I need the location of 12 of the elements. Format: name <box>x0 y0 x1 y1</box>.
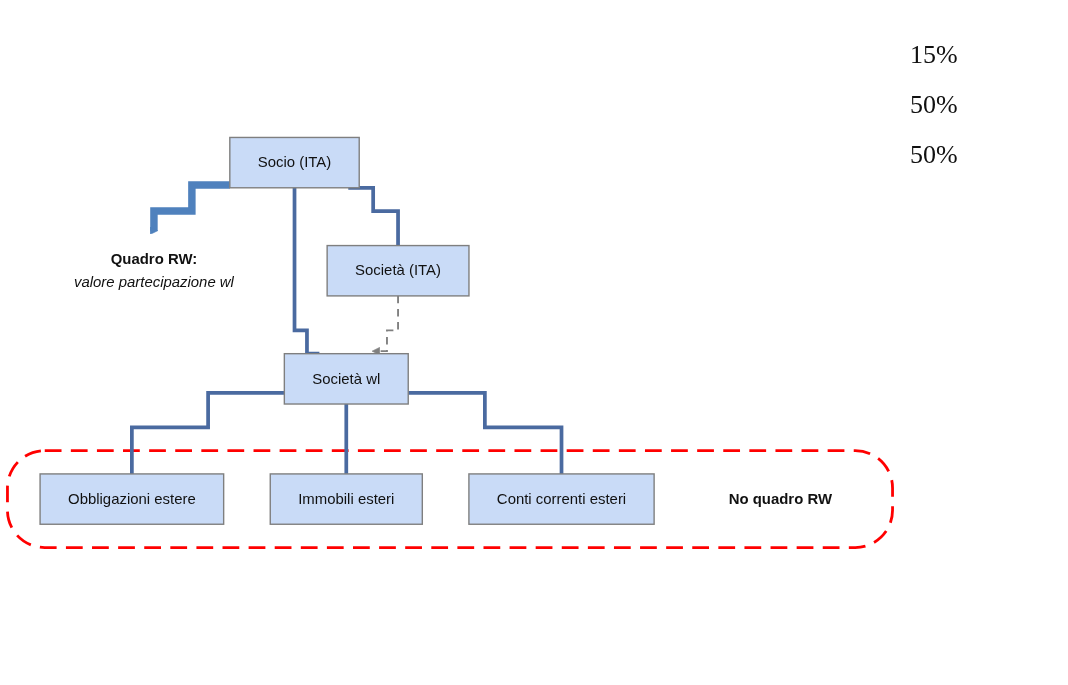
arrow <box>149 181 230 235</box>
node-box: Società (ITA) <box>326 244 470 297</box>
node-text: No quadro RW <box>728 490 832 507</box>
percentage-label: 50% <box>910 90 959 120</box>
node-box: Socio (ITA) <box>229 136 360 189</box>
node-box: Immobili esteri <box>269 473 423 525</box>
node-box: Società wl <box>283 353 409 405</box>
node-box: Conti correnti esteri <box>468 473 655 525</box>
percentage-label: 15% <box>910 40 959 70</box>
percentage-label: 50% <box>910 140 959 170</box>
node-box: Obbligazioni estere <box>39 473 225 525</box>
node-text: Quadro RW: valore partecipazione wl <box>73 251 234 290</box>
